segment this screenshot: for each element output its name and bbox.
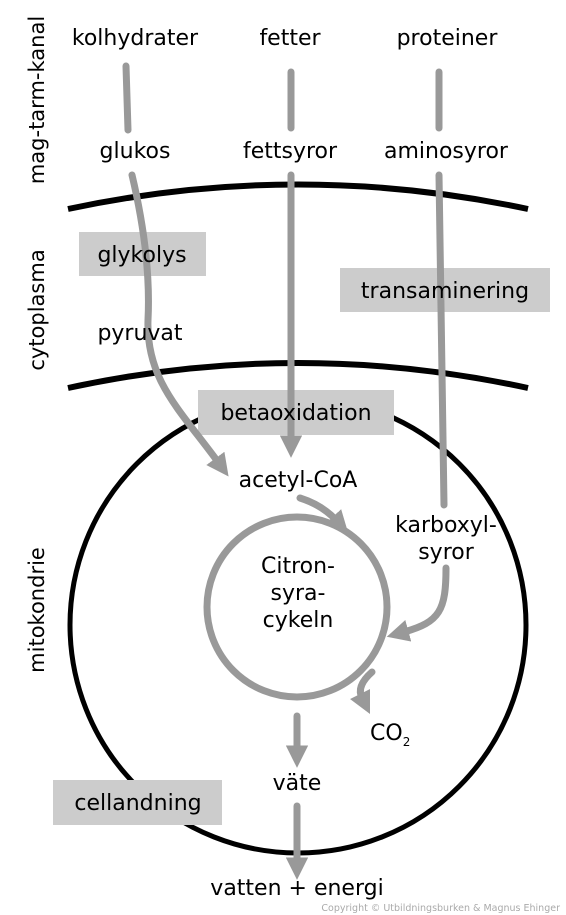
- final-products: vatten + energi: [210, 876, 383, 901]
- carbohydrate-pathway: [122, 62, 132, 134]
- amino-acid-to-carboxylic-acid-pathway: [435, 171, 448, 509]
- region-label-mitochondrion: mitokondrie: [25, 547, 49, 673]
- breakdown-glucose: glukos: [100, 139, 171, 164]
- transamination-box: [340, 268, 550, 312]
- citric-cycle-line-1: Citron-: [261, 554, 335, 579]
- intermediate-acetyl-coa: acetyl-CoA: [239, 468, 358, 493]
- cellular-respiration-box: [53, 780, 222, 825]
- nutrient-fats: fetter: [259, 26, 321, 51]
- co2-base: CO: [370, 721, 403, 746]
- breakdown-fatty-acids: fettsyror: [243, 139, 338, 164]
- intermediate-hydrogen: väte: [273, 771, 322, 796]
- process-transamination: transaminering: [361, 279, 529, 304]
- process-glycolysis: glykolys: [97, 243, 186, 268]
- acetyl-coa-into-cycle-arrow: [296, 494, 349, 534]
- carboxylic-acids-line-2: syror: [418, 540, 475, 565]
- breakdown-amino-acids: aminosyror: [384, 139, 509, 164]
- region-label-gut: mag-tarm-kanal: [25, 16, 49, 184]
- citric-cycle-line-2: syra-: [271, 581, 326, 606]
- nutrient-proteins: proteiner: [397, 26, 499, 51]
- process-cellular-respiration: cellandning: [74, 791, 201, 816]
- citric-cycle-line-3: cykeln: [263, 608, 334, 633]
- process-beta-oxidation: betaoxidation: [220, 401, 371, 426]
- nutrient-carbohydrates: kolhydrater: [72, 26, 199, 51]
- glucose-to-acetyl-coa-pathway: [128, 171, 229, 477]
- carboxylic-acids-into-cycle-arrow: [386, 564, 450, 642]
- gut-wall-membrane: [67, 181, 529, 212]
- copyright-notice: Copyright © Utbildningsburken & Magnus E…: [321, 903, 560, 914]
- region-label-cytoplasm: cytoplasma: [25, 249, 49, 370]
- cycle-to-co2-arrow: [349, 668, 376, 715]
- intermediate-pyruvate: pyruvat: [97, 321, 182, 346]
- carboxylic-acids-line-1: karboxyl-: [395, 513, 497, 538]
- co2-subscript: 2: [403, 735, 411, 749]
- co2-label: CO2: [370, 721, 410, 749]
- beta-oxidation-box: [198, 390, 394, 435]
- citric-acid-cycle-ring: [203, 513, 391, 701]
- mitochondrial-boundary-membrane: [67, 360, 529, 391]
